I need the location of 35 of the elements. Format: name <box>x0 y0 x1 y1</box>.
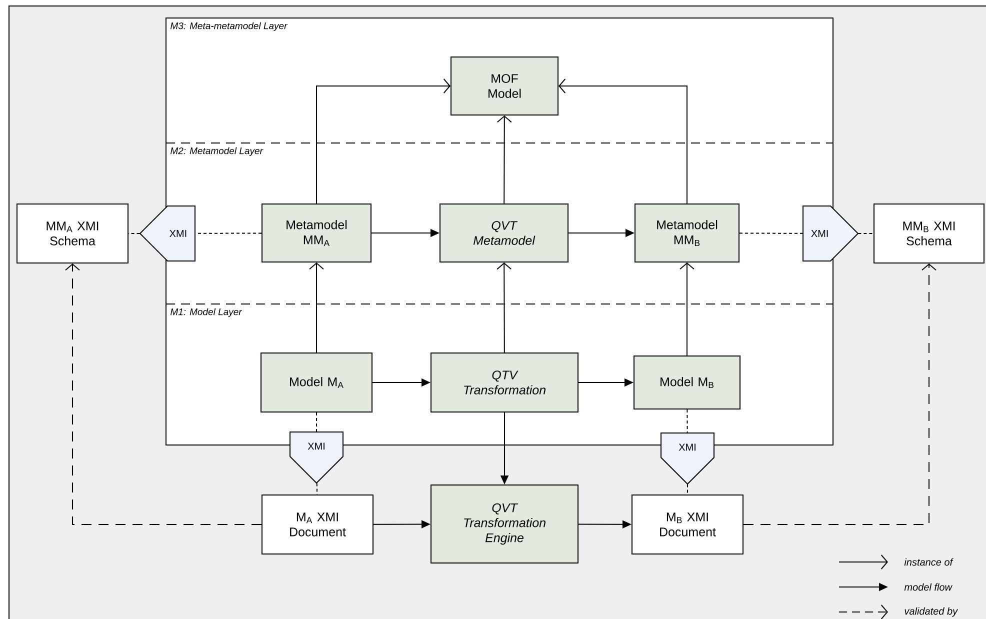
legend-label: validated by <box>904 607 958 617</box>
document-box: M$_{A}$ XMI Document <box>262 494 374 554</box>
connector-line <box>316 482 318 495</box>
model-box: QTV Transformation <box>430 352 578 412</box>
legend-label: instance of <box>904 558 954 566</box>
model-box: Metamodel MM$_{B}$ <box>634 204 740 262</box>
connector-line <box>128 233 140 234</box>
arrow <box>309 262 324 353</box>
arrow <box>743 264 936 525</box>
model-box: Model M$_{A}$ <box>260 352 372 412</box>
legend-label: model flow <box>904 583 953 591</box>
model-box: Metamodel MM$_{A}$ <box>262 204 372 262</box>
arrow <box>558 78 688 204</box>
arrow <box>496 262 512 353</box>
model-box: Model M$_{B}$ <box>634 356 740 410</box>
arrow <box>496 116 512 204</box>
connector-line <box>316 412 317 432</box>
connector-line <box>858 233 874 234</box>
node-label: M2: Metamodel Layer <box>170 147 264 156</box>
connector-line <box>687 484 688 495</box>
xmi-connector: XMI <box>660 432 714 485</box>
xmi-connector: XMI <box>290 432 344 484</box>
arrow <box>316 78 450 204</box>
node-label: M1: Model Layer <box>170 308 242 318</box>
model-box: QVT Metamodel <box>440 204 568 262</box>
model-box: MOF Model <box>450 56 558 116</box>
document-box: M$_{B}$ XMI Document <box>632 494 744 554</box>
node-label: M3: Meta-metamodel Layer <box>170 22 288 32</box>
arrow <box>680 262 694 356</box>
model-box: QVT Transformation Engine <box>430 484 578 564</box>
arrow <box>65 264 262 525</box>
document-box: MM$_{B}$ XMI Schema <box>874 204 984 264</box>
connector-line <box>686 409 688 434</box>
connector-line <box>739 232 804 234</box>
document-box: MM$_{A}$ XMI Schema <box>16 204 128 264</box>
